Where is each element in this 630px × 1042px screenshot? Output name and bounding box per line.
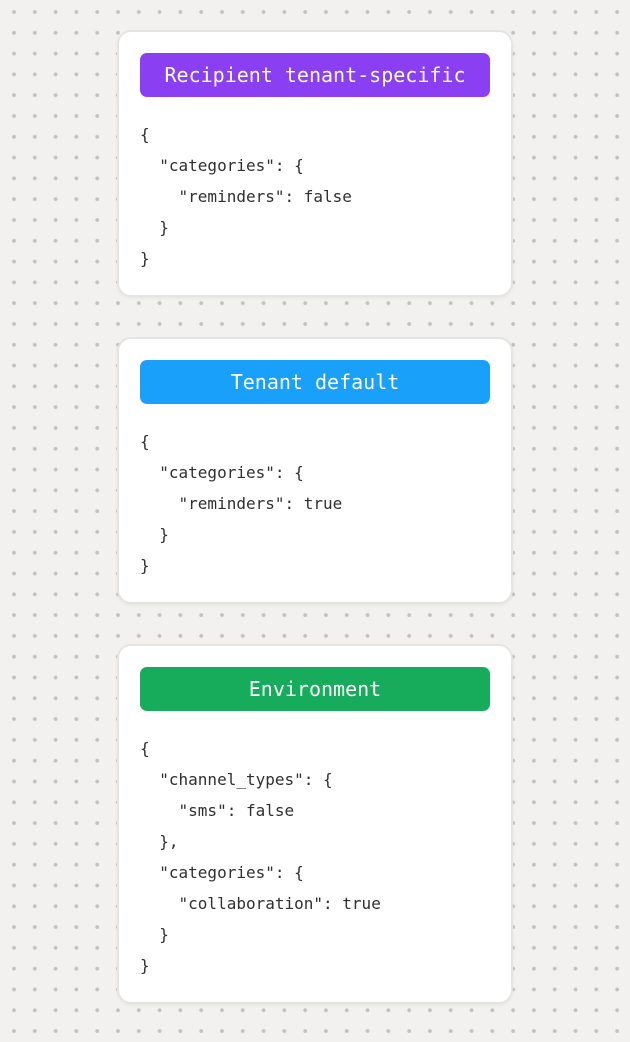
code-block-tenant-default: { "categories": { "reminders": true } } <box>140 432 343 575</box>
card-environment: Environment { "channel_types": { "sms": … <box>117 644 513 1004</box>
code-block-environment: { "channel_types": { "sms": false }, "ca… <box>140 739 381 975</box>
card-stack: Recipient tenant-specific { "categories"… <box>117 30 513 1004</box>
code-block-recipient-tenant-specific: { "categories": { "reminders": false } } <box>140 125 352 268</box>
badge-environment: Environment <box>140 667 490 711</box>
card-tenant-default: Tenant default { "categories": { "remind… <box>117 337 513 604</box>
card-recipient-tenant-specific: Recipient tenant-specific { "categories"… <box>117 30 513 297</box>
badge-recipient-tenant-specific: Recipient tenant-specific <box>140 53 490 97</box>
badge-tenant-default: Tenant default <box>140 360 490 404</box>
